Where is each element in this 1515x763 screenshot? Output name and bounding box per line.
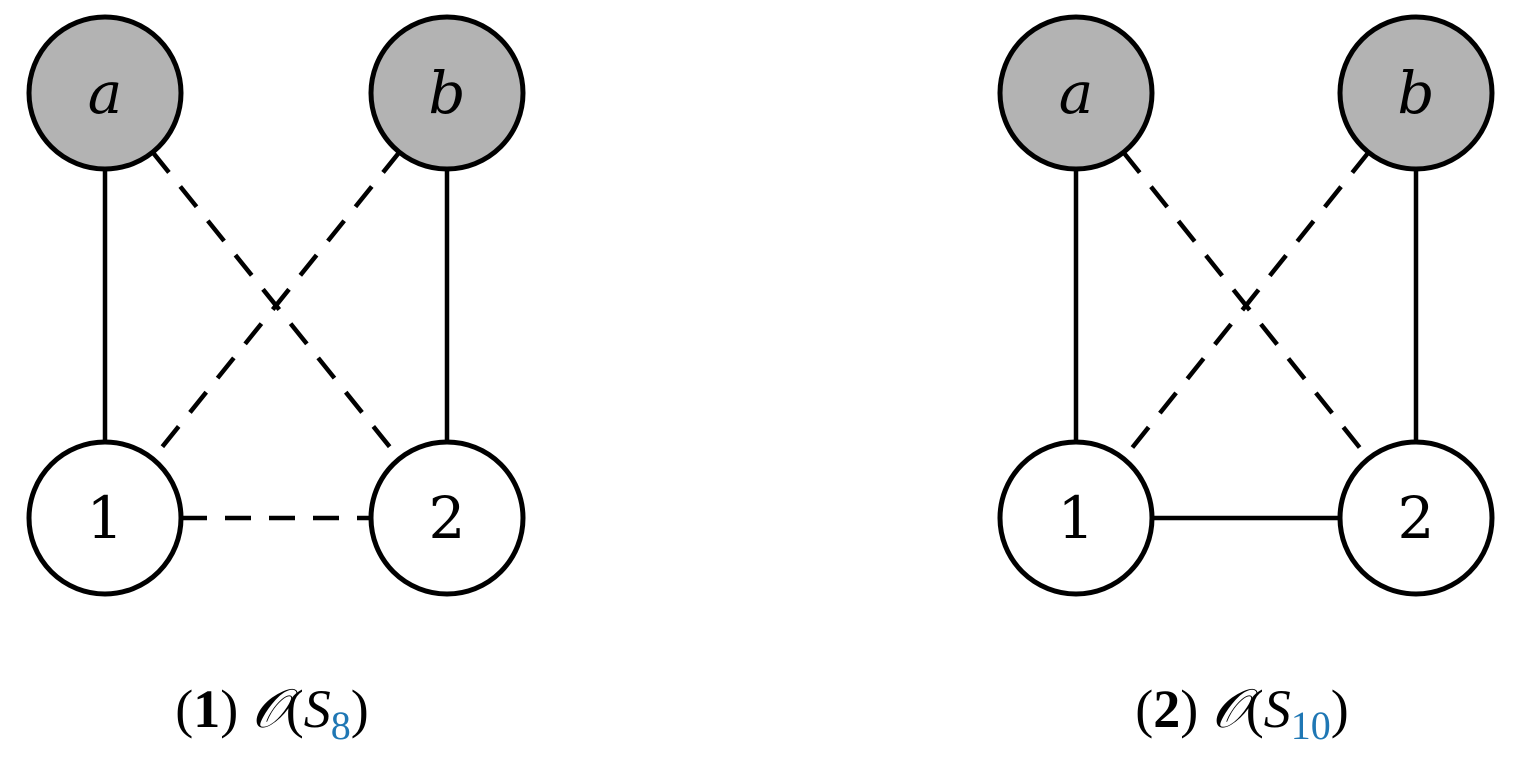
node-circle-a [997, 14, 1155, 172]
node-n1: 1 [26, 439, 184, 597]
edge-b-n1-dashed [1121, 150, 1371, 461]
caption-paren-close: ) [1331, 679, 1349, 739]
node-b: b [368, 14, 526, 172]
node-a: a [997, 14, 1155, 172]
node-label-a: a [88, 59, 123, 127]
node-circle-n1 [26, 439, 184, 597]
caption-symbol: S [304, 679, 331, 739]
node-label-n1: 1 [87, 484, 124, 552]
node-circle-a [26, 14, 184, 172]
node-label-a: a [1059, 59, 1094, 127]
node-circle-n2 [1337, 439, 1495, 597]
node-circle-b [368, 14, 526, 172]
node-n2: 2 [368, 439, 526, 597]
node-circle-n2 [368, 439, 526, 597]
caption-close-paren: ) [1180, 679, 1211, 739]
caption-paren-close: ) [351, 679, 369, 739]
caption-number: 2 [1153, 679, 1180, 739]
caption-paren-open: ( [1246, 679, 1264, 739]
node-label-b: b [1397, 59, 1434, 127]
caption-open-paren: ( [1135, 679, 1153, 739]
caption-subscript: 8 [331, 703, 351, 748]
node-b: b [1337, 14, 1495, 172]
node-label-n1: 1 [1058, 484, 1095, 552]
caption: (1) 𝒪(S8) [175, 677, 368, 748]
graph-s8: a b 1 2 (1) 𝒪(S8) [26, 14, 526, 748]
caption-close-paren: ) [220, 679, 251, 739]
caption-subscript: 10 [1291, 703, 1331, 748]
caption-open-paren: ( [175, 679, 193, 739]
node-label-n2: 2 [429, 484, 466, 552]
caption-symbol: S [1264, 679, 1291, 739]
node-circle-b [1337, 14, 1495, 172]
node-n2: 2 [1337, 439, 1495, 597]
caption: (2) 𝒪(S10) [1135, 677, 1348, 748]
edge-b-n1-dashed [150, 150, 402, 461]
caption-number: 1 [193, 679, 220, 739]
caption-paren-open: ( [286, 679, 304, 739]
node-n1: 1 [997, 439, 1155, 597]
node-label-b: b [428, 59, 465, 127]
node-circle-n1 [997, 439, 1155, 597]
node-a: a [26, 14, 184, 172]
node-label-n2: 2 [1398, 484, 1435, 552]
